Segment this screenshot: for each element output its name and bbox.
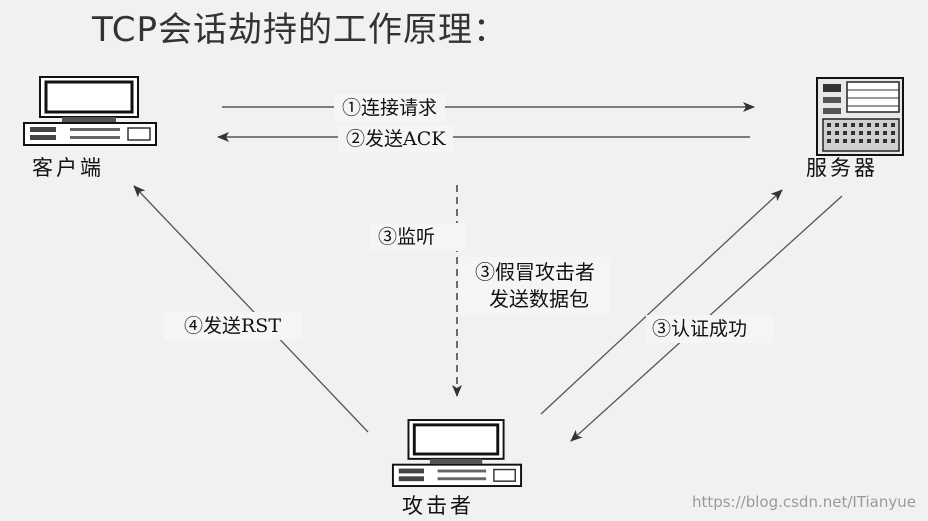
- msg-listen: ③监听: [370, 223, 466, 251]
- arrow-forge-packets: [540, 189, 783, 415]
- msg-auth-success: ③认证成功: [646, 315, 774, 343]
- msg-forge-line1: ③假冒攻击者: [475, 260, 595, 284]
- msg-forge-line2: 发送数据包: [489, 287, 589, 311]
- arrow-send-rst: [133, 185, 369, 433]
- msg-connect-request: ①连接请求: [334, 94, 446, 122]
- server-label: 服务器: [806, 156, 878, 180]
- server-icon: [815, 77, 907, 161]
- attacker-computer-icon: [391, 418, 523, 494]
- msg-forge-packets: ③假冒攻击者 发送数据包: [459, 257, 611, 315]
- msg-send-rst: ④发送RST: [164, 312, 303, 340]
- msg-send-ack: ②发送ACK: [338, 125, 454, 153]
- page-title: TCP会话劫持的工作原理：: [92, 10, 509, 50]
- client-label: 客户端: [32, 156, 104, 180]
- attacker-label: 攻击者: [402, 494, 474, 518]
- computer-icon: [22, 76, 158, 152]
- watermark: https://blog.csdn.net/ITianyue: [691, 493, 916, 511]
